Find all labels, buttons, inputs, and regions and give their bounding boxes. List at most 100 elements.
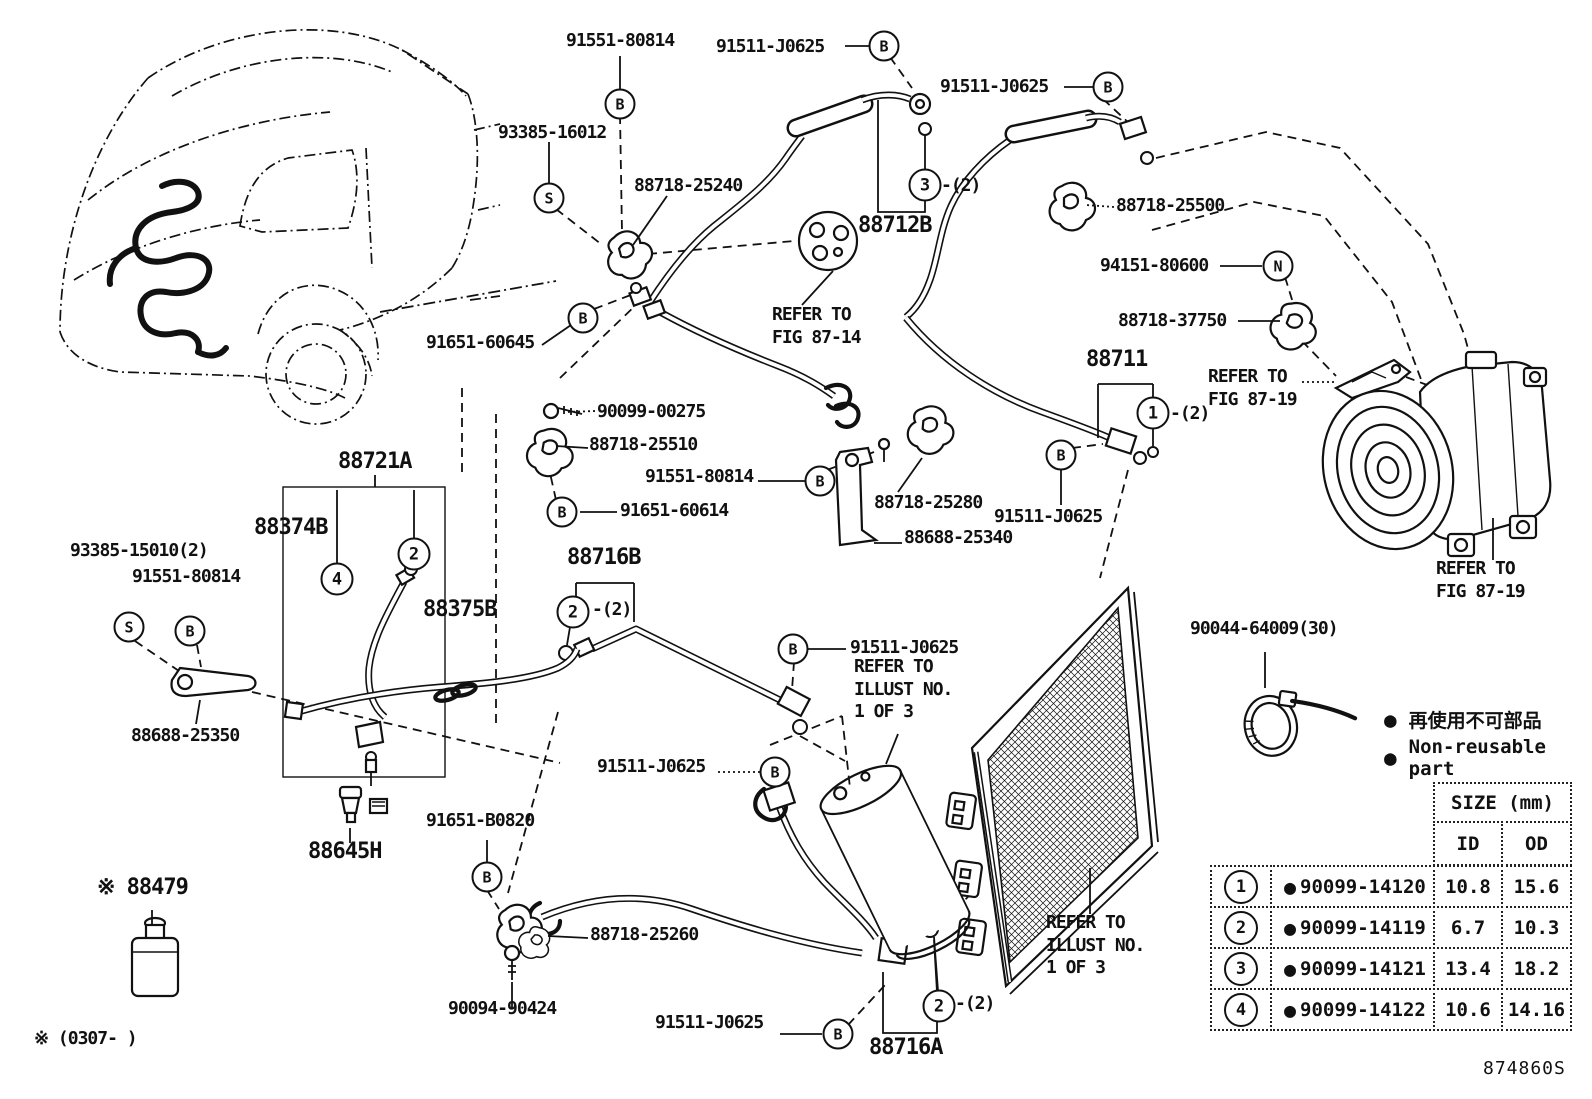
legend-jp-text: 再使用不可部品 <box>1408 710 1542 732</box>
part-88375b: 88375B <box>423 597 497 622</box>
vehicle-sketch <box>59 29 501 425</box>
part-88718-37750: 88718-37750 <box>1118 310 1227 331</box>
table-row-4-num: 4 <box>1210 988 1272 1031</box>
qty-circ2b: -(2) <box>592 599 632 620</box>
callout-b-19: B <box>822 1018 854 1050</box>
oil-bottle-88479 <box>130 916 180 998</box>
part-number: 90099-14120 <box>1300 875 1426 898</box>
part-88718-25510: 88718-25510 <box>589 434 698 455</box>
production-note: ※ (0307- ) <box>34 1028 138 1049</box>
clamps-and-brackets <box>170 181 1412 980</box>
callout-3-4: 3 <box>908 168 942 202</box>
hose-88718-25500-and-pipe-88711 <box>903 109 1154 465</box>
table-row-3-num: 3 <box>1210 947 1272 990</box>
callout-b-18: B <box>471 861 503 893</box>
callout-b-8: B <box>804 465 836 497</box>
part-88718-25500: 88718-25500 <box>1116 195 1225 216</box>
non-reusable-bullet-icon: ● <box>1284 915 1297 940</box>
table-row-3-part: ●90099-14121 <box>1270 947 1435 990</box>
table-row-3-od: 18.2 <box>1501 947 1572 990</box>
part-88374b: 88374B <box>254 515 328 540</box>
legend-jp: ● 再使用不可部品 <box>1384 706 1542 733</box>
pipe-88716b <box>558 625 812 735</box>
qty-circ2c: -(2) <box>955 993 995 1014</box>
part-88688-25350: 88688-25350 <box>131 725 240 746</box>
callout-4-11: 4 <box>320 562 354 596</box>
callout-b-1: B <box>868 30 900 62</box>
non-reusable-bullet-icon: ● <box>1284 874 1297 899</box>
part-91551-80814-top: 91551-80814 <box>566 30 675 51</box>
part-91651-60614: 91651-60614 <box>620 500 729 521</box>
receiver-drier <box>819 764 971 960</box>
part-88712b: 88712B <box>858 213 932 238</box>
legend-en: ● Non-reusable part <box>1384 736 1592 780</box>
refer-illust-2: REFER TO ILLUST NO. 1 OF 3 <box>1046 912 1145 978</box>
hose-88712b <box>628 91 932 429</box>
condenser <box>944 585 1159 995</box>
callout-b-17: B <box>1045 439 1077 471</box>
callout-b-15: B <box>777 633 809 665</box>
part-91551-80814-mid: 91551-80814 <box>645 466 754 487</box>
part-91511-j0625-m1: 91511-J0625 <box>850 637 959 658</box>
sensor-88645h <box>338 785 389 824</box>
part-91651-b0820: 91651-B0820 <box>426 810 535 831</box>
callout-n-5: N <box>1262 250 1294 282</box>
table-row-3-id: 13.4 <box>1433 947 1503 990</box>
non-reusable-bullet-icon: ● <box>1384 746 1397 770</box>
part-88716a: 88716A <box>869 1035 943 1060</box>
circled-number: 2 <box>1224 910 1258 945</box>
part-91511-j0625-m2: 91511-J0625 <box>597 756 706 777</box>
part-88688-25340: 88688-25340 <box>904 527 1013 548</box>
part-88718-25260: 88718-25260 <box>590 924 699 945</box>
footer-code: 874860S <box>1483 1058 1566 1079</box>
part-number: 90099-14121 <box>1300 957 1426 980</box>
table-row-1-od: 15.6 <box>1501 865 1572 908</box>
table-row-1-part: ●90099-14120 <box>1270 865 1435 908</box>
cable-tie <box>1243 689 1358 757</box>
callout-s-3: S <box>533 182 565 214</box>
callout-b-2: B <box>1092 71 1124 103</box>
non-reusable-bullet-icon: ● <box>1284 956 1297 981</box>
part-number: 90099-14119 <box>1300 916 1426 939</box>
table-row-2-part: ●90099-14119 <box>1270 906 1435 949</box>
legend-en-text: Non-reusable part <box>1408 736 1546 780</box>
part-90094-90424: 90094-90424 <box>448 998 557 1019</box>
part-number: 90099-14122 <box>1300 998 1426 1021</box>
callout-b-16: B <box>759 756 791 788</box>
compressor <box>1321 350 1552 558</box>
size-table-col-od: OD <box>1501 821 1572 866</box>
callout-b-14: B <box>174 615 206 647</box>
part-91511-j0625-t1: 91511-J0625 <box>716 36 825 57</box>
part-91511-j0625-88711: 91511-J0625 <box>994 506 1103 527</box>
refer-fig-87-14: REFER TO FIG 87-14 <box>772 304 862 348</box>
group-88721a <box>282 486 581 786</box>
part-88716b: 88716B <box>567 545 641 570</box>
qty-circ1: -(2) <box>1170 403 1210 424</box>
non-reusable-bullet-icon: ● <box>1284 997 1297 1022</box>
part-88718-25240: 88718-25240 <box>634 175 743 196</box>
callout-b-7: B <box>567 302 599 334</box>
part-88721a: 88721A <box>338 449 412 474</box>
refer-illust-1: REFER TO ILLUST NO. 1 OF 3 <box>854 656 953 722</box>
part-90044-64009: 90044-64009(30) <box>1190 618 1339 639</box>
callout-1-6: 1 <box>1136 396 1170 430</box>
part-94151-80600: 94151-80600 <box>1100 255 1209 276</box>
leader-lines <box>151 45 1494 1035</box>
part-93385-16012: 93385-16012 <box>498 122 607 143</box>
callout-2-12: 2 <box>556 595 590 629</box>
table-row-2-num: 2 <box>1210 906 1272 949</box>
part-88479: ※ 88479 <box>97 875 189 900</box>
refer-fig-87-19-bot: REFER TO FIG 87-19 <box>1436 558 1526 602</box>
non-reusable-bullet-icon: ● <box>1384 707 1397 732</box>
callout-b-0: B <box>604 88 636 120</box>
part-91551-80814-left: 91551-80814 <box>132 566 241 587</box>
circled-number: 4 <box>1224 992 1258 1027</box>
refer-fig-87-19-top: REFER TO FIG 87-19 <box>1208 366 1298 410</box>
qty-circ3: -(2) <box>941 175 981 196</box>
table-row-4-part: ●90099-14122 <box>1270 988 1435 1031</box>
table-row-4-od: 14.16 <box>1501 988 1572 1031</box>
part-88711: 88711 <box>1086 347 1148 372</box>
table-row-1-num: 1 <box>1210 865 1272 908</box>
